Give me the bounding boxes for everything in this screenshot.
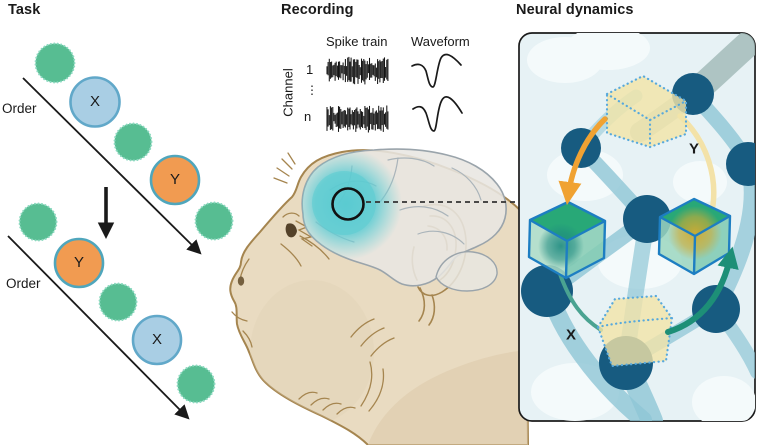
order-arrow-trial-2 (7, 235, 190, 420)
recording-site-marker (331, 187, 365, 221)
distractor-circle (98, 282, 138, 322)
cue-x-circle-trial-1 (69, 76, 121, 128)
ghost-cube-top (605, 74, 688, 149)
brain (301, 148, 507, 292)
cue-y-circle-trial-1 (149, 154, 201, 206)
cue-x-circle-trial-2 (131, 314, 183, 366)
waveform-channel-n (412, 96, 463, 132)
neural-dynamics-panel (518, 32, 756, 422)
cerebellum-outline (435, 251, 498, 292)
cue-y-circle-trial-2 (53, 237, 105, 289)
transition-arc-teal-start (558, 272, 603, 332)
spike-train-rasters (326, 56, 389, 133)
task-panel (7, 42, 234, 420)
waveform-channel-1 (411, 53, 462, 88)
neck-shading (368, 350, 528, 445)
distractor-circle (18, 202, 58, 242)
state-cube-x (527, 200, 607, 280)
nostril (237, 276, 245, 286)
transition-arrow-teal (665, 246, 739, 335)
distractor-circle (194, 201, 234, 241)
transition-arc-yellow (677, 113, 717, 219)
eye (285, 223, 297, 238)
monkey-head-illustration (229, 148, 529, 445)
recording-panel (326, 53, 463, 133)
ghost-cube-bottom (596, 294, 674, 368)
distractor-circle (34, 42, 76, 84)
prefrontal-highlight (302, 149, 402, 260)
distractor-circle (113, 122, 153, 162)
fur-detail-strokes (231, 152, 395, 415)
state-cube-y (657, 197, 732, 276)
order-arrow-trial-1 (22, 77, 202, 255)
cheek-shading (250, 280, 374, 424)
transition-arrow-orange (558, 116, 608, 206)
distractor-circle (176, 364, 216, 404)
